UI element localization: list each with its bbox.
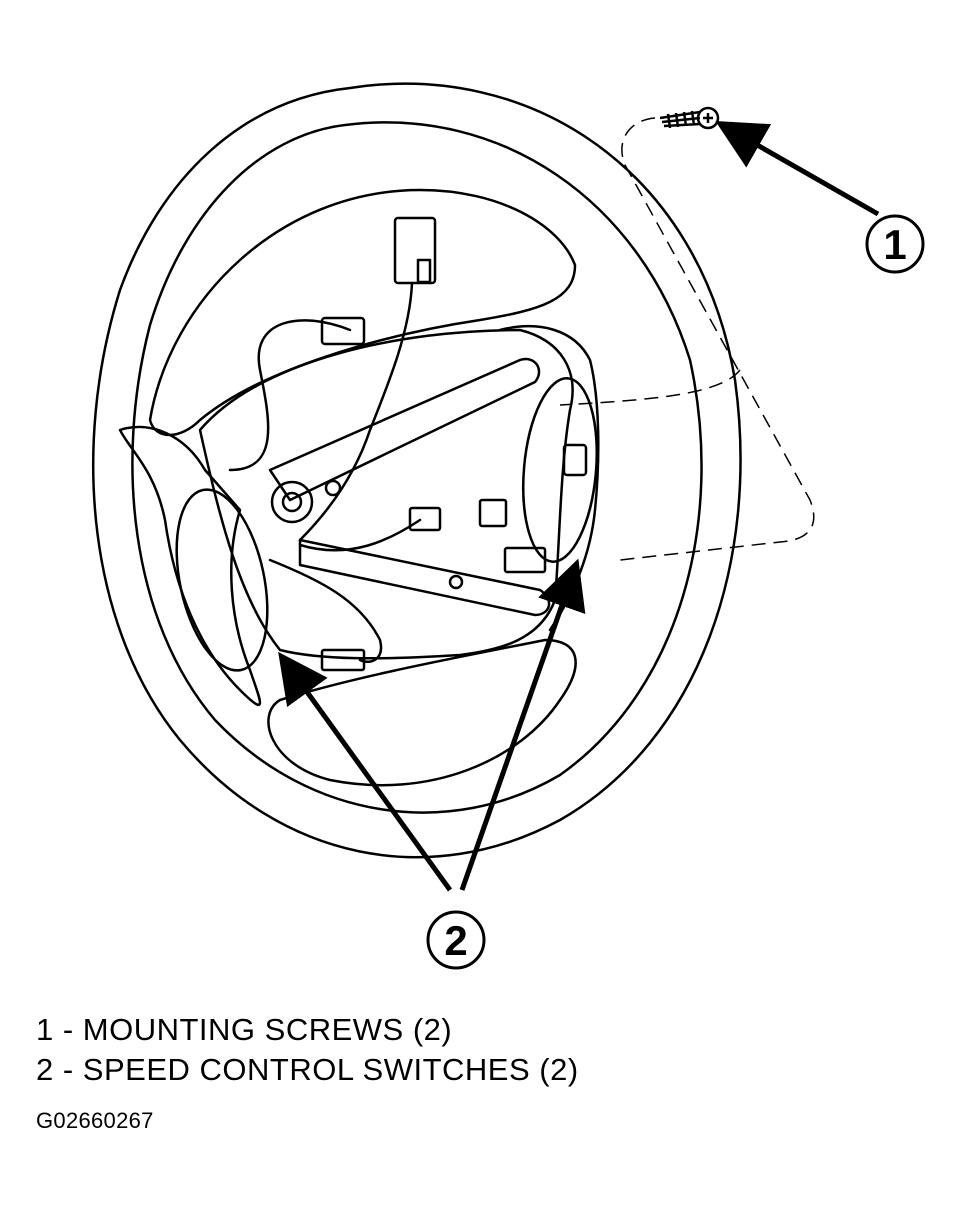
left-switch-pod bbox=[175, 488, 269, 672]
callout-2: 2 bbox=[278, 558, 586, 970]
callout-2-number: 2 bbox=[444, 917, 467, 964]
bolt-hole-lower bbox=[448, 574, 464, 590]
wire-connector-right bbox=[408, 506, 442, 532]
callout-1-circle bbox=[865, 214, 925, 274]
top-connector-tab bbox=[416, 258, 432, 284]
callout-1-number: 1 bbox=[883, 221, 906, 268]
screw-path-dashed bbox=[559, 117, 815, 561]
wire-harness-upper bbox=[298, 281, 414, 542]
center-nut bbox=[270, 480, 314, 524]
legend: 1 - MOUNTING SCREWS (2) 2 - SPEED CONTRO… bbox=[36, 1010, 579, 1090]
wire-harness-lower bbox=[268, 558, 383, 664]
top-connector bbox=[393, 216, 437, 285]
mounting-screw bbox=[659, 106, 720, 130]
callout-1: 1 bbox=[715, 121, 925, 274]
steering-wheel bbox=[91, 82, 742, 859]
wire-harness-right bbox=[298, 518, 422, 552]
callout-2-circle bbox=[426, 910, 486, 970]
switch-connector-upper bbox=[478, 498, 508, 528]
switch-connector-lower bbox=[503, 546, 547, 574]
legend-item-speed-control-switches: 2 - SPEED CONTROL SWITCHES (2) bbox=[36, 1052, 579, 1087]
bolt-hole bbox=[324, 479, 342, 497]
wire-connector-lower bbox=[320, 648, 366, 672]
mounting-bar bbox=[268, 357, 541, 502]
wheel-outer-rim bbox=[91, 82, 742, 859]
figure-id: G02660267 bbox=[36, 1108, 154, 1133]
wire-harness-left bbox=[228, 319, 352, 472]
legend-item-mounting-screws: 1 - MOUNTING SCREWS (2) bbox=[36, 1012, 453, 1047]
hub bbox=[198, 328, 574, 660]
wire-connector-left bbox=[320, 316, 366, 346]
switch-button bbox=[562, 443, 588, 477]
left-spoke bbox=[118, 425, 262, 706]
steering-wheel-diagram: 1 2 bbox=[91, 82, 925, 970]
lower-opening bbox=[267, 638, 577, 787]
wheel-inner-rim bbox=[131, 121, 703, 814]
upper-opening bbox=[148, 188, 577, 437]
center-nut-inner bbox=[281, 491, 303, 513]
